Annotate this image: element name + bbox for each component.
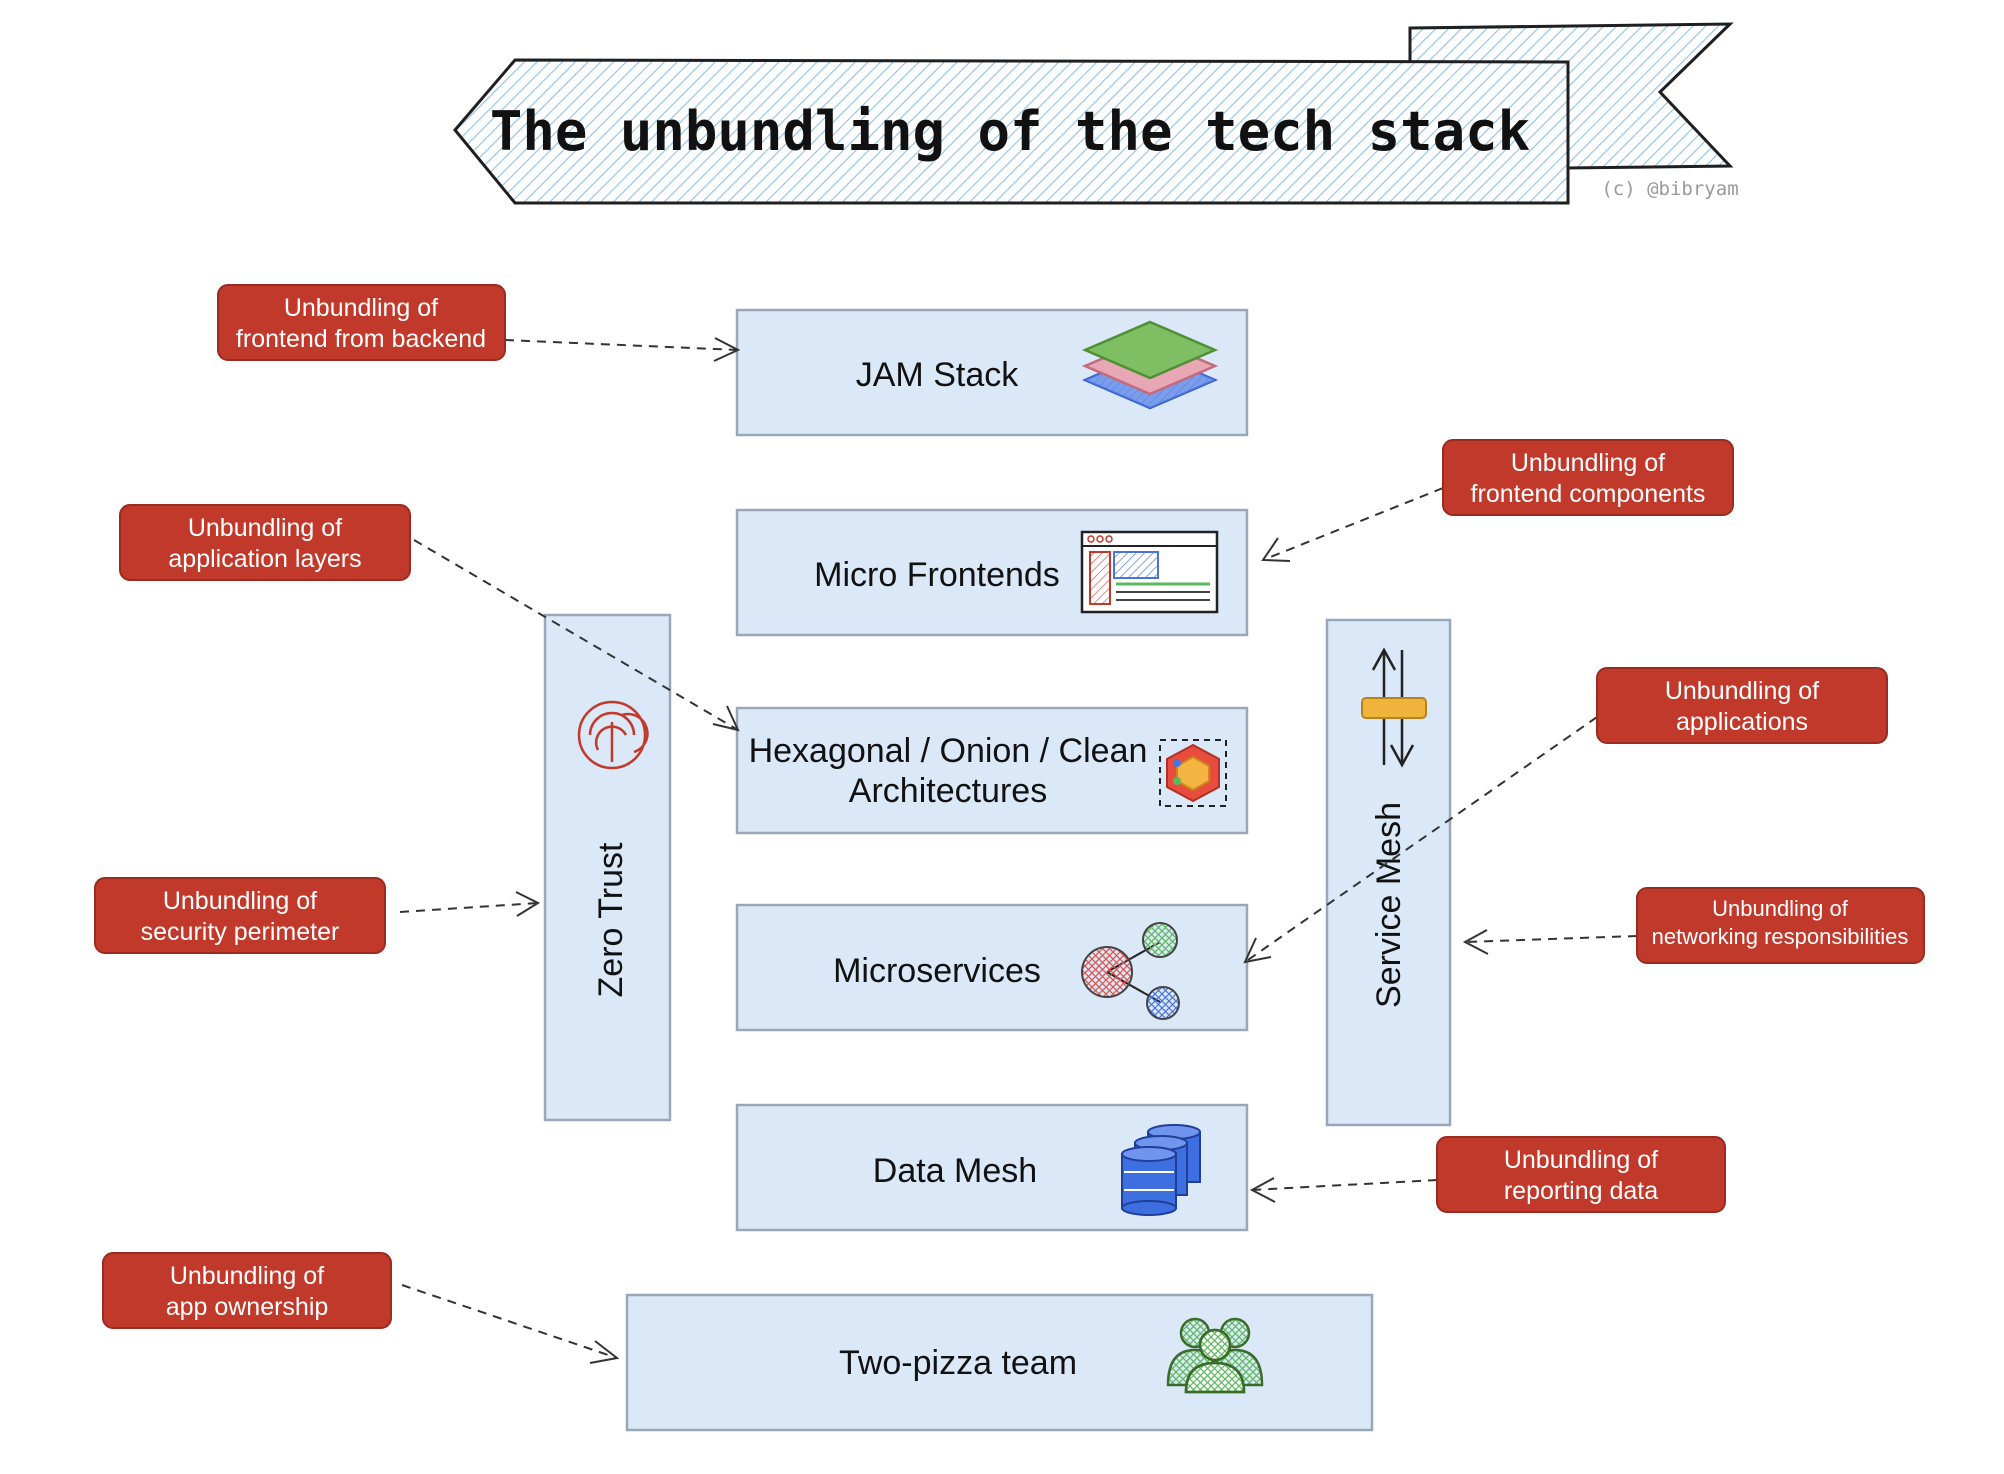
layer-data-mesh-label: Data Mesh bbox=[873, 1152, 1037, 1190]
layer-two-pizza-label: Two-pizza team bbox=[839, 1344, 1077, 1382]
layer-hexagonal-architectures: Hexagonal / Onion / Clean Architectures bbox=[735, 706, 1249, 835]
note-applications: Unbundling of applications bbox=[1596, 667, 1888, 744]
note-frontend-from-backend: Unbundling of frontend from backend bbox=[217, 284, 506, 361]
note-1-line2: frontend from backend bbox=[236, 325, 486, 353]
hexagon-icon bbox=[1159, 739, 1227, 807]
team-people-icon bbox=[1166, 1317, 1264, 1394]
note-3-line2: application layers bbox=[168, 545, 361, 573]
layer-jam-stack-label: JAM Stack bbox=[856, 356, 1019, 394]
note-application-layers: Unbundling of application layers bbox=[119, 504, 411, 581]
note-7-line2: reporting data bbox=[1504, 1177, 1658, 1205]
arrows bbox=[399, 337, 1638, 1364]
layers-stack-icon bbox=[1081, 320, 1219, 410]
note-6-line2: networking responsibilities bbox=[1652, 924, 1909, 949]
pillar-service-mesh: Service Mesh bbox=[1325, 618, 1452, 1127]
layer-microservices-label: Microservices bbox=[833, 952, 1041, 990]
note-1-line1: Unbundling of bbox=[284, 294, 438, 322]
pillar-service-mesh-label: Service Mesh bbox=[1370, 802, 1408, 1008]
pillar-zero-trust: Zero Trust bbox=[543, 613, 672, 1122]
note-frontend-components: Unbundling of frontend components bbox=[1442, 439, 1734, 516]
layer-hexagonal-line1: Hexagonal / Onion / Clean bbox=[749, 732, 1148, 770]
note-2-line1: Unbundling of bbox=[1511, 449, 1665, 477]
note-4-line1: Unbundling of bbox=[1665, 677, 1819, 705]
layer-hexagonal-line2: Architectures bbox=[849, 772, 1047, 810]
note-security-perimeter: Unbundling of security perimeter bbox=[94, 877, 386, 954]
layer-microservices: Microservices bbox=[735, 903, 1249, 1032]
pillar-zero-trust-label: Zero Trust bbox=[592, 842, 630, 997]
connected-nodes-icon bbox=[1081, 922, 1180, 1020]
layer-jam-stack: JAM Stack bbox=[735, 308, 1249, 437]
note-8-line2: app ownership bbox=[166, 1293, 329, 1321]
note-4-line2: applications bbox=[1676, 708, 1808, 736]
layer-micro-frontends: Micro Frontends bbox=[735, 508, 1249, 637]
note-app-ownership: Unbundling of app ownership bbox=[102, 1252, 392, 1329]
layer-micro-frontends-label: Micro Frontends bbox=[814, 556, 1060, 594]
note-2-line2: frontend components bbox=[1471, 480, 1706, 508]
note-reporting-data: Unbundling of reporting data bbox=[1436, 1136, 1726, 1213]
note-7-line1: Unbundling of bbox=[1504, 1146, 1658, 1174]
note-3-line1: Unbundling of bbox=[188, 514, 342, 542]
credit-text: (c) @bibryam bbox=[1601, 178, 1738, 200]
note-networking-responsibilities: Unbundling of networking responsibilitie… bbox=[1636, 887, 1925, 964]
database-stack-icon bbox=[1121, 1124, 1201, 1216]
note-6-line1: Unbundling of bbox=[1712, 896, 1849, 921]
browser-window-icon bbox=[1080, 530, 1219, 614]
note-5-line1: Unbundling of bbox=[163, 887, 317, 915]
title-banner: The unbundling of the tech stack (c) @bi… bbox=[453, 22, 1739, 205]
layer-data-mesh: Data Mesh bbox=[735, 1103, 1249, 1232]
note-5-line2: security perimeter bbox=[141, 918, 340, 946]
fingerprint-lock-icon bbox=[577, 700, 649, 770]
layer-two-pizza-team: Two-pizza team bbox=[625, 1293, 1374, 1432]
page-title: The unbundling of the tech stack bbox=[490, 100, 1530, 163]
note-8-line1: Unbundling of bbox=[170, 1262, 324, 1290]
traffic-arrows-icon bbox=[1361, 647, 1427, 768]
